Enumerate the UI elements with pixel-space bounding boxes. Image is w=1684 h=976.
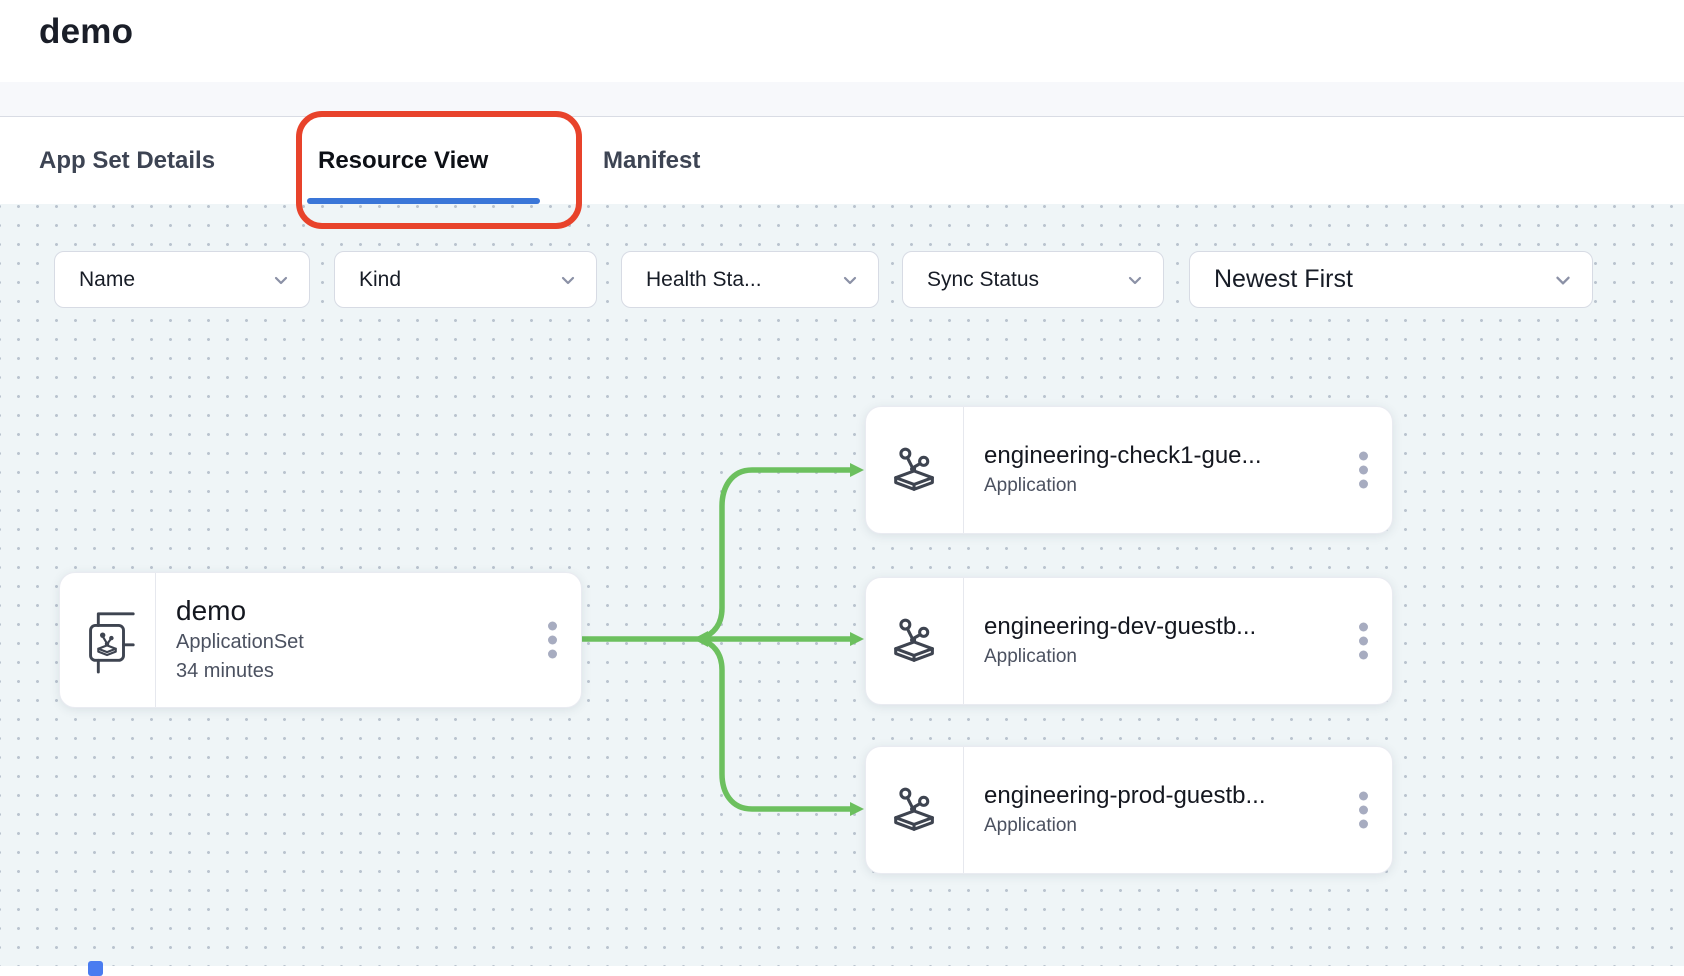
filter-name-label: Name: [79, 267, 136, 291]
chevron-down-icon: [1128, 276, 1142, 284]
node-kind: ApplicationSet: [176, 631, 304, 653]
arrowhead-right-icon: [850, 802, 864, 816]
edge-root-to-app-0: [697, 467, 853, 642]
filter-health-status-dropdown[interactable]: Health Sta...: [621, 251, 879, 308]
node-application-prod[interactable]: engineering-prod-guestb... Application: [865, 746, 1393, 874]
application-icon: [893, 447, 934, 491]
arrowhead-right-icon: [850, 463, 864, 477]
node-application-check1[interactable]: engineering-check1-gue... Application: [865, 406, 1393, 534]
node-title: engineering-check1-gue...: [984, 442, 1262, 469]
node-title: demo: [176, 595, 247, 626]
node-kind: Application: [984, 475, 1077, 496]
applicationset-icon: [88, 612, 135, 674]
chevron-down-icon: [1556, 276, 1570, 285]
node-age: 34 minutes: [176, 660, 274, 682]
node-icon-column: [866, 578, 964, 704]
node-kind: Application: [984, 815, 1077, 836]
chevron-down-icon: [843, 276, 857, 284]
filter-sync-label: Sync Status: [927, 267, 1040, 291]
canvas-bottom-strip: [0, 966, 1684, 976]
node-menu-kebab-icon[interactable]: [1355, 786, 1372, 835]
application-icon: [893, 618, 934, 662]
filter-kind-dropdown[interactable]: Kind: [334, 251, 597, 308]
node-menu-kebab-icon[interactable]: [544, 616, 561, 665]
resource-graph-canvas[interactable]: Name Kind Health Sta... Sync Status Newe…: [0, 204, 1684, 976]
edge-root-to-app-2: [697, 636, 853, 812]
node-text-column: engineering-check1-gue... Application: [964, 407, 1262, 533]
node-text-column: engineering-prod-guestb... Application: [964, 747, 1266, 873]
node-text-column: demo ApplicationSet 34 minutes: [156, 573, 304, 707]
node-title: engineering-prod-guestb...: [984, 782, 1266, 809]
arrowhead-left-icon: [693, 631, 708, 647]
active-tab-underline: [307, 198, 540, 204]
node-menu-kebab-icon[interactable]: [1355, 446, 1372, 495]
canvas-zoom-control-partial[interactable]: [88, 961, 103, 976]
node-text-column: engineering-dev-guestb... Application: [964, 578, 1256, 704]
arrowhead-right-icon: [850, 632, 864, 646]
page-title: demo: [39, 12, 134, 51]
sort-order-dropdown[interactable]: Newest First: [1189, 251, 1593, 308]
filter-name-dropdown[interactable]: Name: [54, 251, 310, 308]
filter-kind-label: Kind: [359, 267, 402, 291]
node-applicationset-demo[interactable]: demo ApplicationSet 34 minutes: [59, 572, 582, 708]
chevron-down-icon: [561, 276, 575, 284]
node-menu-kebab-icon[interactable]: [1355, 617, 1372, 666]
tab-app-set-details[interactable]: App Set Details: [39, 146, 216, 174]
chevron-down-icon: [274, 276, 288, 284]
tab-bar: App Set Details Resource View Manifest: [0, 117, 1684, 205]
header-divider-strip: [0, 82, 1684, 117]
page-header: demo: [0, 0, 1684, 82]
node-kind: Application: [984, 646, 1077, 667]
sort-order-label: Newest First: [1214, 265, 1353, 293]
tab-resource-view[interactable]: Resource View: [318, 146, 489, 174]
tab-manifest[interactable]: Manifest: [603, 146, 701, 174]
node-title: engineering-dev-guestb...: [984, 613, 1257, 640]
node-icon-column: [60, 573, 156, 707]
filter-health-label: Health Sta...: [646, 267, 762, 291]
node-icon-column: [866, 407, 964, 533]
node-icon-column: [866, 747, 964, 873]
application-icon: [893, 787, 934, 831]
node-application-dev[interactable]: engineering-dev-guestb... Application: [865, 577, 1393, 705]
filter-sync-status-dropdown[interactable]: Sync Status: [902, 251, 1164, 308]
